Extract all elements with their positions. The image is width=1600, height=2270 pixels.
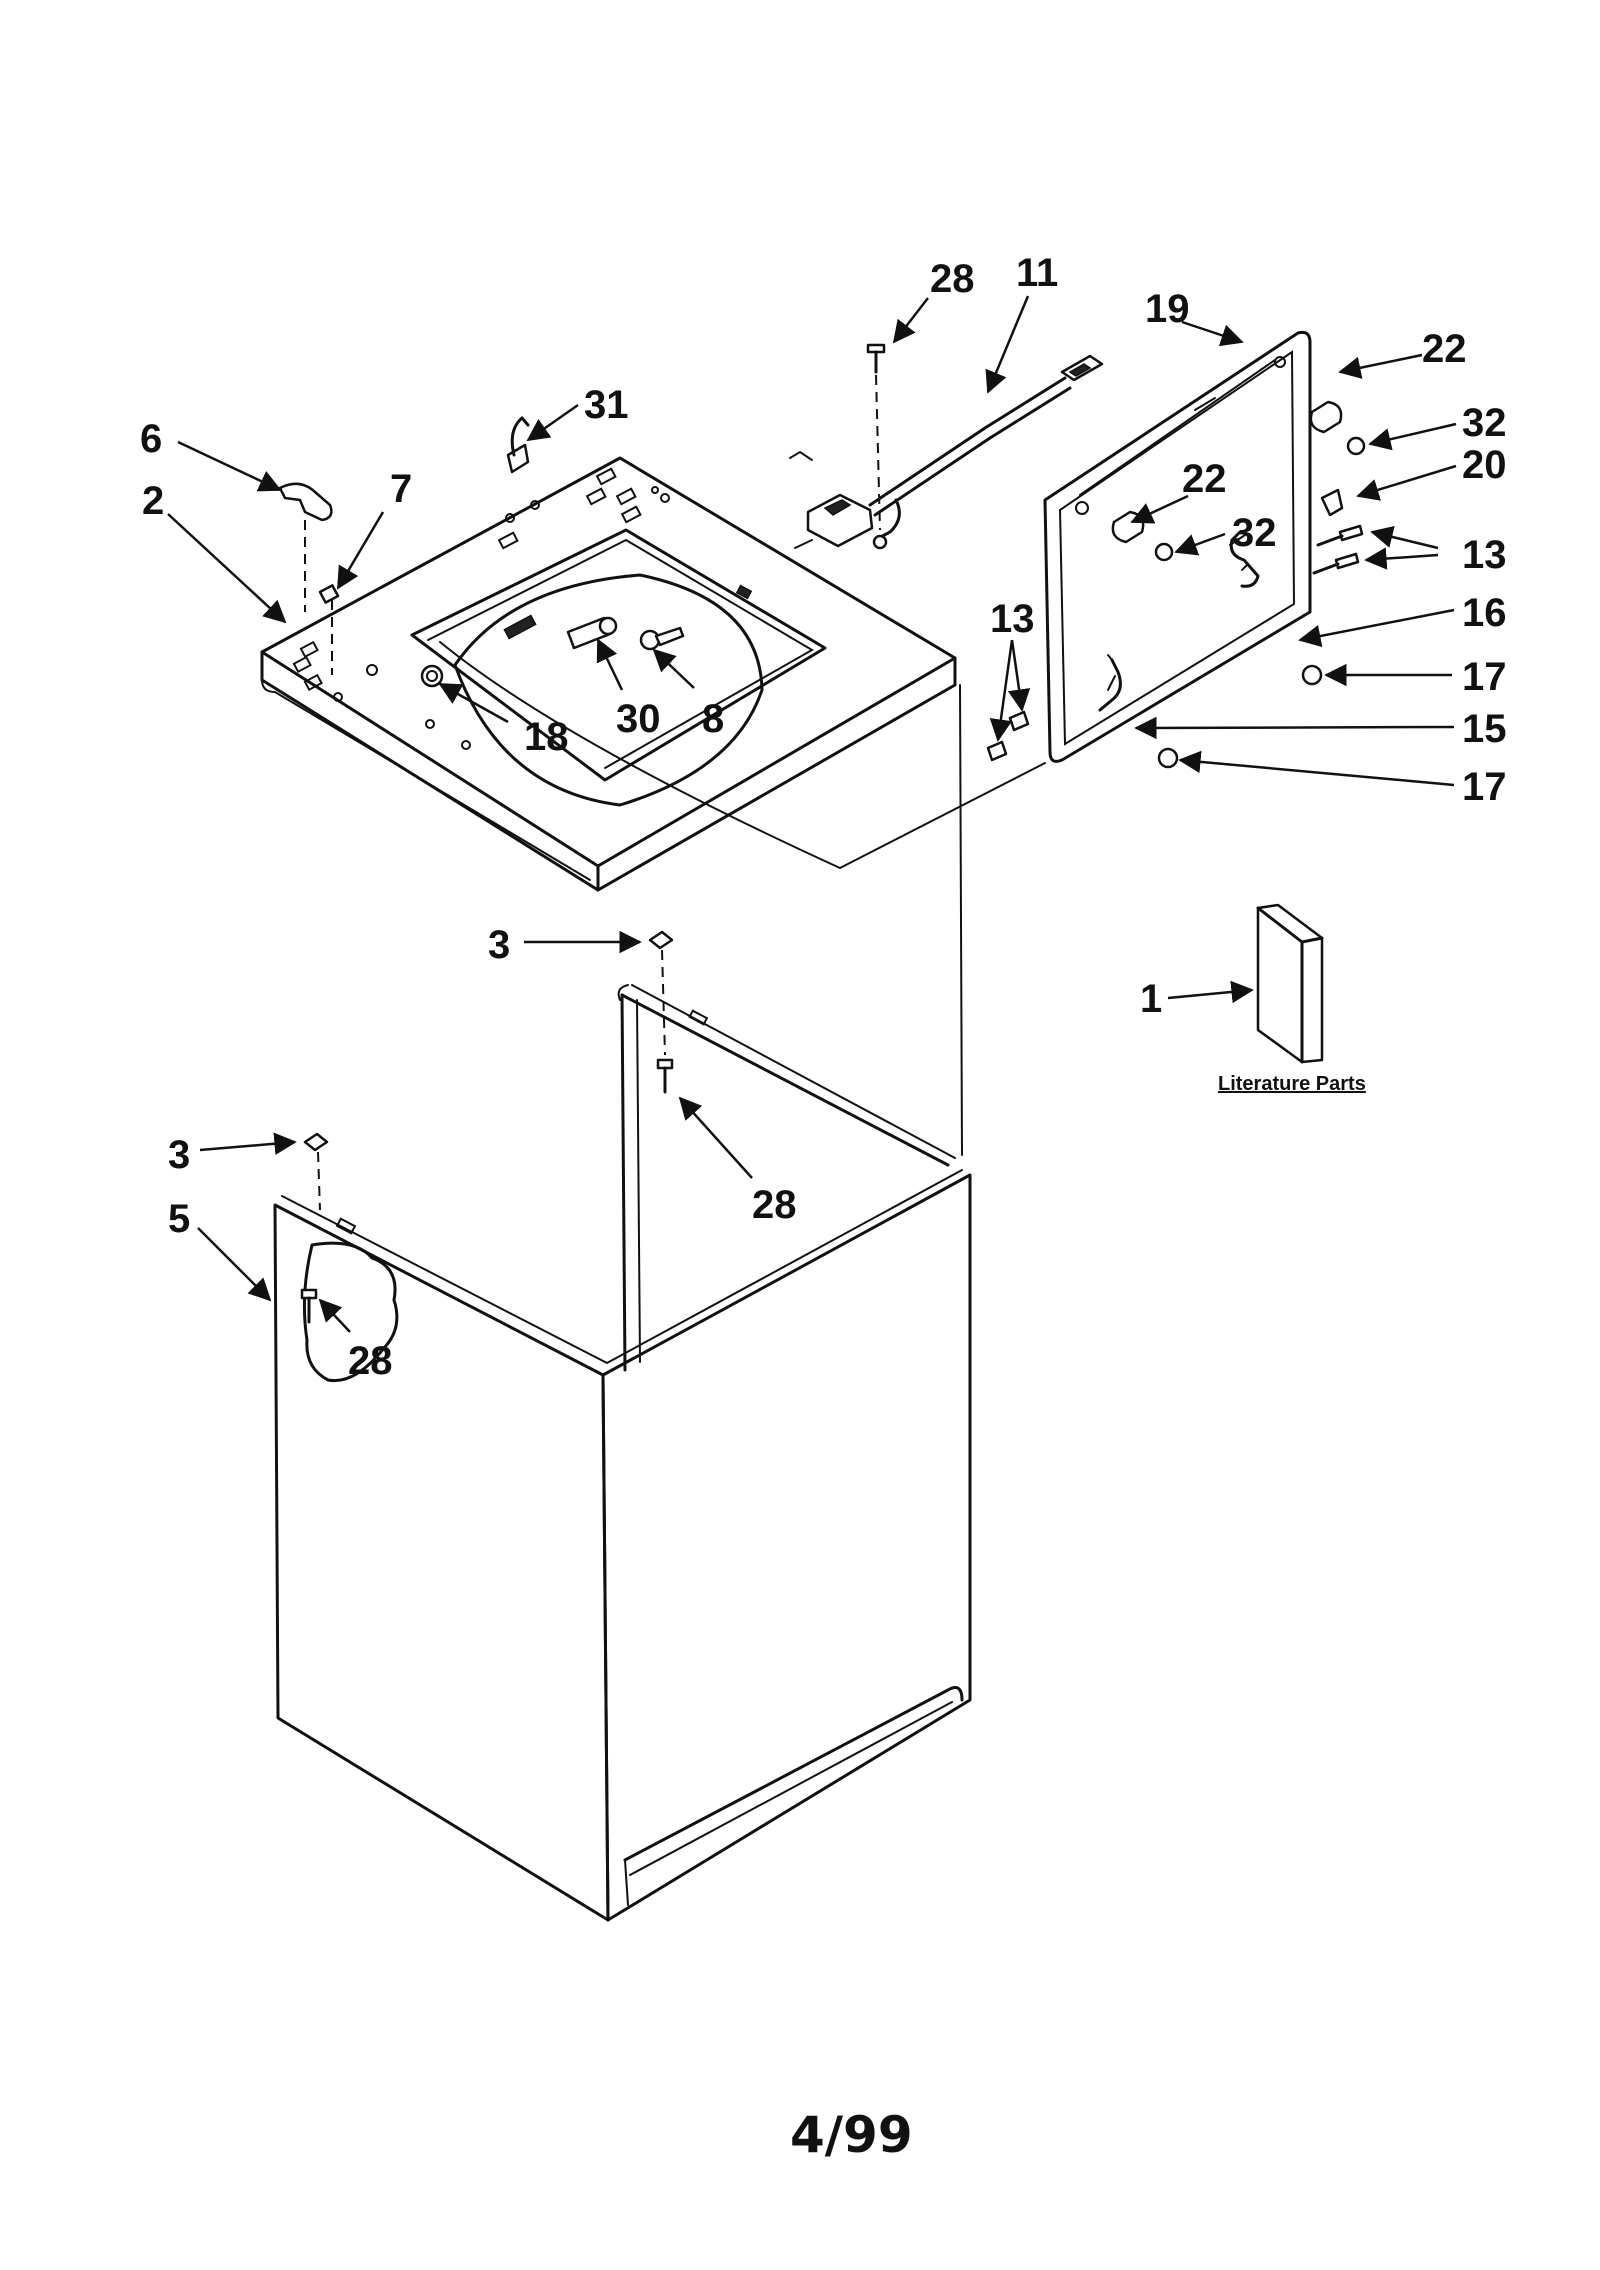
label-32-right: 32 [1462, 401, 1507, 445]
part-8 [639, 626, 685, 651]
footer-date: 4/99 [790, 2106, 913, 2164]
part-labels: 28 11 19 31 6 2 7 22 32 20 22 32 13 13 1… [140, 251, 1507, 1383]
part-17-upper [1301, 664, 1323, 686]
part-18 [420, 664, 444, 688]
knob-32-center [1154, 542, 1174, 562]
washer-top [260, 450, 1046, 1156]
part-30 [566, 616, 618, 650]
knob-22-right [1309, 400, 1343, 434]
label-31: 31 [584, 383, 629, 427]
label-17-upper: 17 [1462, 655, 1507, 699]
label-30: 30 [616, 697, 661, 741]
part-17-lower [1157, 747, 1179, 769]
label-22-right: 22 [1422, 327, 1467, 371]
bracket-6 [278, 482, 333, 522]
screws-13-left [986, 710, 1030, 762]
label-28-cutaway: 28 [348, 1339, 393, 1383]
label-1: 1 [1140, 977, 1162, 1021]
label-15: 15 [1462, 707, 1507, 751]
knob-32-right [1346, 436, 1366, 456]
clip-31 [506, 416, 530, 474]
screws-13-right [1312, 524, 1364, 575]
label-7: 7 [390, 467, 412, 511]
label-5: 5 [168, 1197, 190, 1241]
label-13-right: 13 [1462, 533, 1507, 577]
label-32-center: 32 [1232, 511, 1277, 555]
label-3-upper: 3 [488, 923, 510, 967]
console-frame [1043, 330, 1312, 763]
label-2: 2 [142, 479, 164, 523]
label-16: 16 [1462, 591, 1507, 635]
assembly-guides [304, 374, 881, 1211]
label-18: 18 [524, 715, 569, 759]
label-6: 6 [140, 417, 162, 461]
screw-28-cutaway [300, 1288, 318, 1324]
clip-nut-7 [318, 584, 340, 604]
leader-lines [167, 295, 1457, 1333]
clip-3-lower [303, 1132, 329, 1152]
literature-booklet [1256, 903, 1324, 1064]
screw-28-top [866, 343, 886, 374]
label-28-cabinet: 28 [752, 1183, 797, 1227]
label-13-left: 13 [990, 597, 1035, 641]
label-22-center: 22 [1182, 457, 1227, 501]
label-17-lower: 17 [1462, 765, 1507, 809]
label-28-top: 28 [930, 257, 975, 301]
cabinet [273, 984, 972, 1922]
label-20: 20 [1462, 443, 1507, 487]
label-11: 11 [1016, 251, 1058, 295]
screw-28-cabinet [656, 1058, 674, 1094]
label-3-lower: 3 [168, 1133, 190, 1177]
lid-switch-11 [806, 354, 1104, 550]
part-20 [1320, 488, 1344, 517]
literature-parts-caption: Literature Parts [1218, 1073, 1366, 1095]
label-19: 19 [1145, 287, 1190, 331]
knob-22-center [1111, 510, 1145, 544]
clip-3-upper [648, 930, 674, 950]
label-8: 8 [702, 697, 724, 741]
